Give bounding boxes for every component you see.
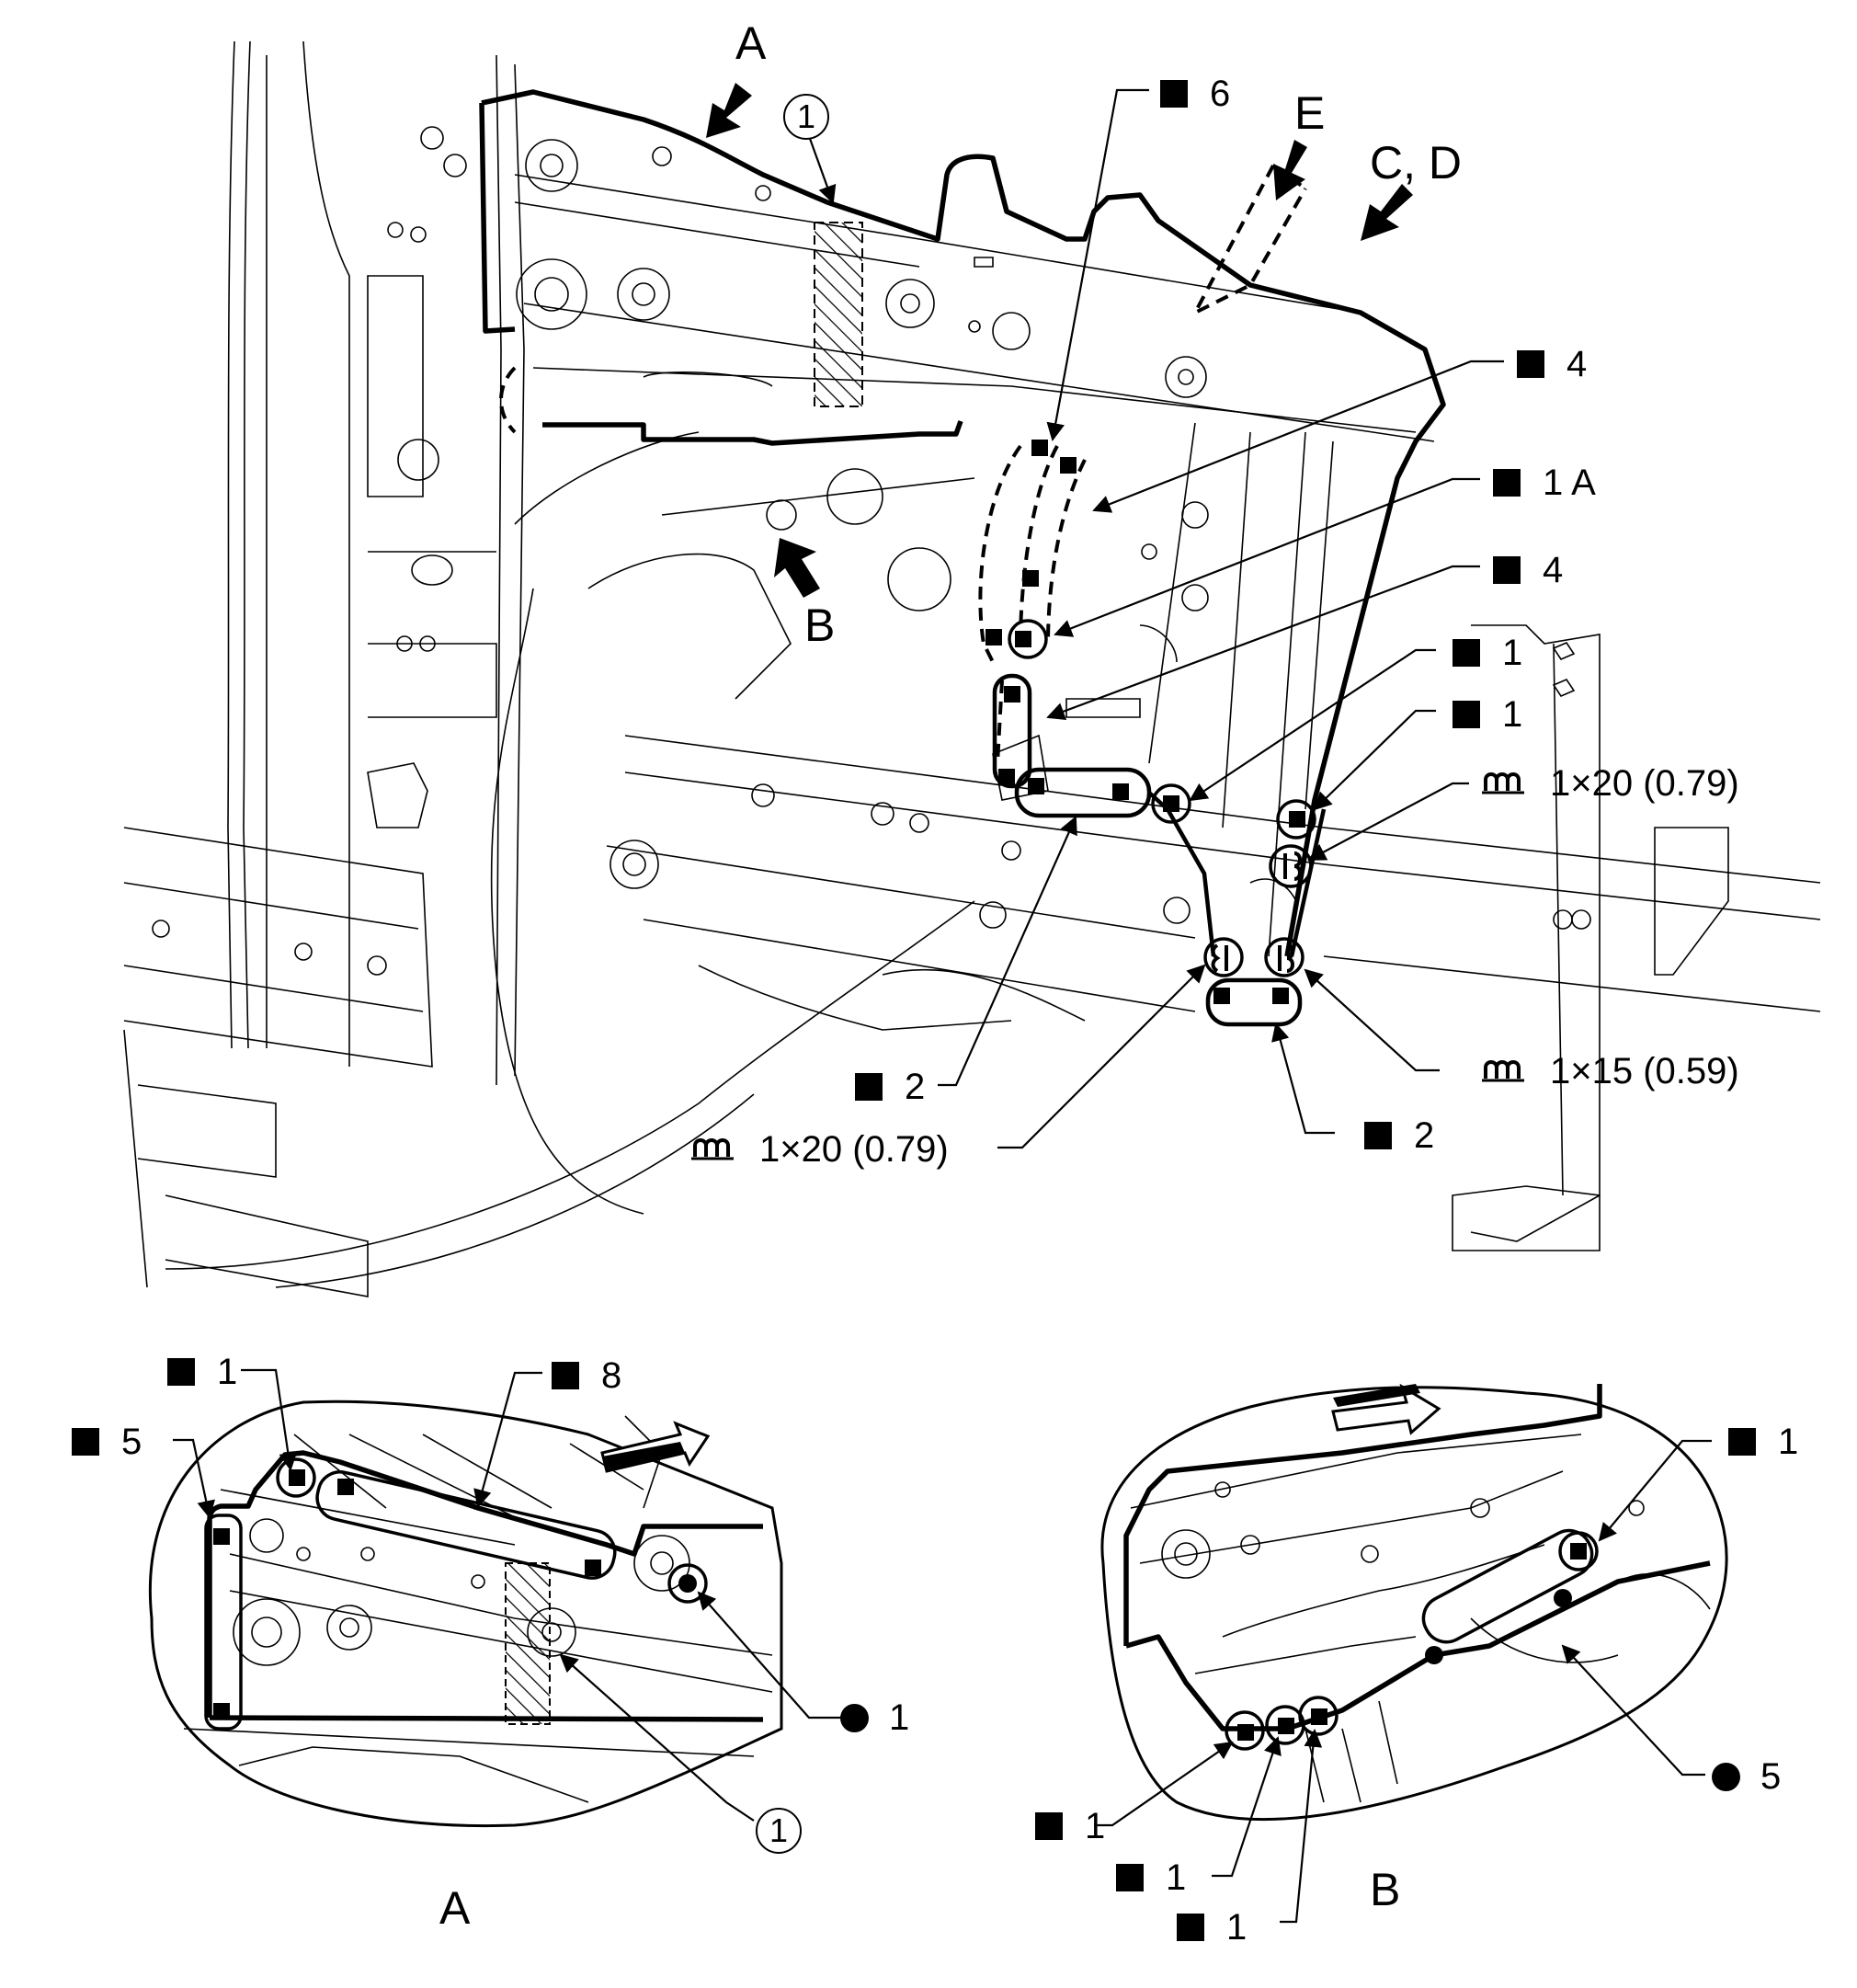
detail-a-spot-weld-callout-5: 5 [72,1423,142,1460]
spot-weld-icon [1364,1122,1392,1149]
spot-weld-icon [1517,350,1544,378]
brazing-callout-upper: 1×20 (0.79) [1482,765,1739,802]
braze-marks [1211,851,1302,973]
view-a-arrow-icon [706,83,752,138]
spot-weld-icon [1035,1812,1063,1840]
view-e-arrow-icon [1273,140,1307,200]
detail-b-view [1094,1383,1728,1924]
spot-weld-icon [1453,639,1480,667]
brazing-icon [1482,772,1524,794]
detail-a-spot-weld-callout-1: 1 [167,1354,237,1390]
spot-weld-callout-1-b: 1 [1453,696,1522,733]
detail-a-view [148,1368,846,1828]
spot-weld-callout-1-a: 1 [1453,634,1522,671]
reference-marker-1: 1 [783,94,829,140]
spot-weld-callout-4-upper: 4 [1517,346,1587,383]
spot-weld-callout-6: 6 [1160,75,1230,112]
replacement-part-outline [479,89,1446,957]
spot-weld-icon [855,1073,883,1101]
spot-weld-markers [985,440,1305,1004]
view-e-label: E [1294,87,1326,139]
hatched-section [814,222,863,407]
spot-weld-icon [1177,1914,1204,1941]
detail-a-hatched-section [505,1562,551,1725]
view-cd-arrow-icon [1361,184,1413,241]
detail-a-boundary [148,1400,783,1828]
weld-chain-outline [992,673,1327,1027]
view-b-label: B [804,600,836,651]
spot-weld-icon [552,1362,579,1389]
spot-weld-callout-2-right: 2 [1364,1117,1434,1154]
spot-weld-icon [1493,469,1521,497]
spot-weld-icon [1493,556,1521,584]
main-view-background [123,40,1821,1297]
detail-b-spot-weld-callout-1-a: 1 [1035,1808,1105,1845]
spot-weld-callout-1a: 1 A [1493,464,1596,501]
detail-a-caption: A [439,1882,471,1934]
spot-weld-icon [1728,1428,1756,1456]
detail-a-plug-weld-callout-1: 1 [840,1699,909,1736]
detail-b-boundary [1100,1386,1728,1821]
brazing-callout-left: 1×20 (0.79) [691,1131,949,1168]
cut-line-dashed [499,164,1307,764]
spot-weld-icon [1116,1864,1144,1891]
brazing-icon [1482,1060,1524,1082]
view-arrow-icons [706,83,1413,598]
detail-b-spot-weld-callout-1-b: 1 [1116,1859,1186,1896]
spot-weld-icon [1160,80,1188,108]
weld-callout-circles [1008,619,1316,977]
spot-weld-icon [167,1358,195,1386]
detail-a-reference-marker-1: 1 [756,1808,802,1854]
detail-a-spot-weld-callout-8: 8 [552,1357,621,1394]
brazing-callout-right: 1×15 (0.59) [1482,1053,1739,1090]
brazing-icon [691,1138,734,1160]
plug-weld-icon [1712,1762,1740,1791]
view-cd-label: C, D [1370,137,1462,189]
view-b-arrow-icon [774,538,820,598]
view-a-label: A [735,17,767,69]
leader-lines-main [807,88,1504,1149]
detail-b-plug-weld-callout-5: 5 [1712,1758,1781,1795]
spot-weld-icon [72,1428,99,1456]
spot-weld-icon [1453,701,1480,728]
detail-b-spot-weld-callout-1-top: 1 [1728,1423,1798,1460]
spot-weld-callout-4-lower: 4 [1493,552,1563,588]
plug-weld-icon [840,1703,869,1732]
detail-b-direction-arrow-icon [1331,1383,1441,1435]
spot-weld-callout-2-left: 2 [855,1068,925,1105]
detail-b-spot-weld-callout-1-c: 1 [1177,1909,1247,1946]
detail-b-caption: B [1370,1864,1401,1915]
